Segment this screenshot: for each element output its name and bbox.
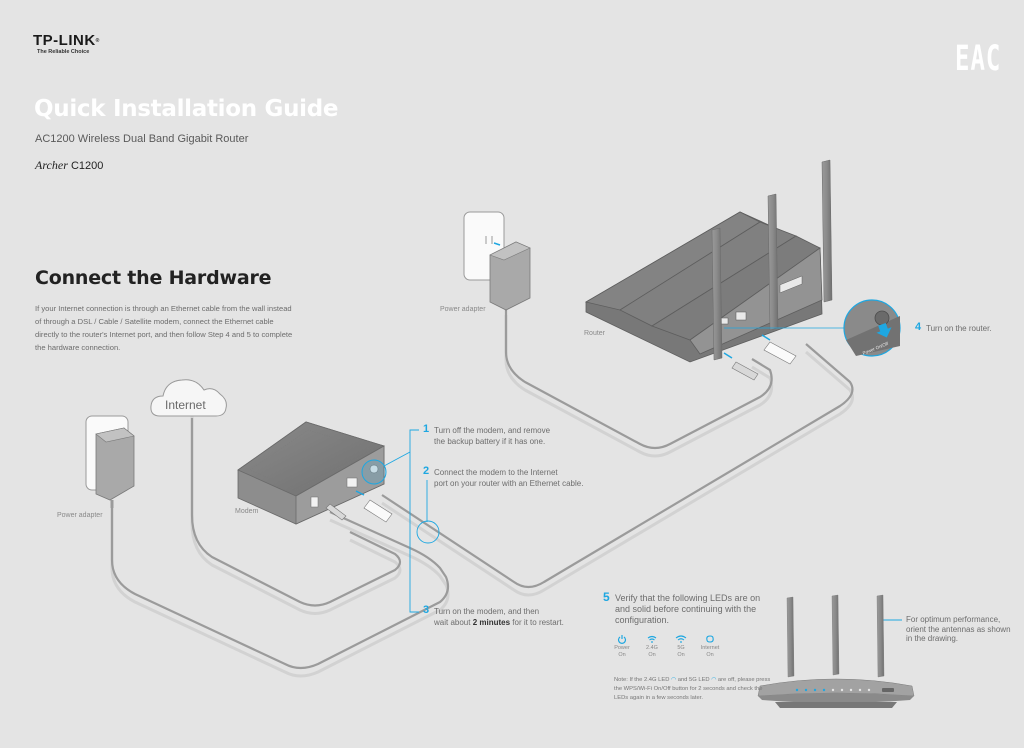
- step-number: 1: [423, 423, 430, 435]
- modem-power-cable: [110, 500, 450, 670]
- step-text-line: configuration.: [615, 615, 670, 625]
- step-number: 5: [603, 590, 610, 604]
- step-1: 1 Turn off the modem, and remove the bac…: [423, 424, 604, 447]
- wifi-icon: ◠: [711, 677, 717, 683]
- ethernet-cable: [381, 343, 854, 589]
- step-number: 4: [915, 321, 922, 333]
- router-antenna-right: [821, 159, 833, 303]
- step-text-line: Turn on the router.: [926, 324, 992, 333]
- step-text: wait about: [434, 618, 473, 627]
- section-intro: If your Internet connection is through a…: [35, 304, 293, 352]
- router-label: Router: [584, 330, 606, 337]
- led-name: 5G: [677, 645, 685, 651]
- brand-name: TP-LINK: [33, 32, 96, 49]
- step-text-line: Verify that the following LEDs are on: [615, 593, 761, 603]
- eac-certification-mark: EAC: [955, 38, 1002, 79]
- led-internet: Internet On: [696, 634, 724, 659]
- modem-power-adapter-illustration: [85, 415, 135, 508]
- note-text: are off, please press the WPS/Wi-Fi On/O…: [614, 677, 771, 701]
- led-name: 2.4G: [646, 645, 658, 651]
- model-series: Archer: [35, 158, 68, 172]
- modem-label: Modem: [235, 508, 259, 515]
- router-rear-illustration: [584, 159, 833, 381]
- cable-shadows: [110, 315, 854, 678]
- step-text-line: the backup battery if it has one.: [434, 437, 546, 446]
- step-number: 3: [423, 604, 430, 616]
- antenna-orientation-tip: For optimum performance, orient the ante…: [906, 615, 1011, 643]
- router-power-cable: [504, 310, 773, 450]
- led-legend: Power On 2.4G On 5G On Internet On: [608, 634, 738, 664]
- front-led-indicators: [795, 688, 894, 692]
- step-text-line: and solid before continuing with the: [615, 604, 757, 614]
- led-5g: 5G On: [667, 634, 695, 659]
- led-note: Note: If the 2.4G LED ◠ and 5G LED ◠ are…: [614, 676, 774, 703]
- model-name: Archer C1200: [35, 158, 103, 173]
- brand-tagline: The Reliable Choice: [37, 49, 90, 55]
- step-text: for it to restart.: [510, 618, 564, 627]
- led-name: Internet: [700, 645, 720, 651]
- led-state: On: [706, 652, 714, 658]
- router-antenna-left: [711, 227, 723, 361]
- router-power-adapter-label: Power adapter: [440, 306, 486, 313]
- step-guide-lines: [383, 429, 902, 621]
- step-text-line: Turn on the modem, and then: [434, 607, 540, 616]
- internet-cloud-icon: [150, 379, 227, 417]
- led-name: Power: [614, 645, 630, 651]
- step-4: 4 Turn on the router.: [915, 322, 1024, 334]
- power-button-callout: Power On/Off: [724, 299, 901, 357]
- model-number: C1200: [70, 160, 104, 172]
- cables: [110, 310, 854, 670]
- step-text-line: port on your router with an Ethernet cab…: [434, 479, 584, 488]
- modem-illustration: [237, 421, 393, 525]
- router-antenna-middle: [767, 193, 779, 331]
- power-button-icon: [874, 310, 890, 326]
- power-icon: [617, 635, 627, 644]
- led-state: On: [648, 652, 656, 658]
- step-emphasis: 2 minutes: [472, 618, 511, 627]
- registered-mark: ®: [95, 38, 100, 44]
- step-text-line: wait about 2 minutes for it to restart.: [434, 617, 614, 628]
- note-text: Note: If the 2.4G LED: [614, 677, 672, 683]
- led-2-4g: 2.4G On: [638, 634, 666, 659]
- step-5: 5 Verify that the following LEDs are on …: [603, 591, 775, 626]
- internet-wall-cable: [190, 418, 402, 607]
- led-power: Power On: [608, 634, 636, 659]
- router-front-illustration: [757, 594, 915, 708]
- internet-icon: [706, 635, 714, 643]
- step-2: 2 Connect the modem to the Internet port…: [423, 466, 614, 489]
- note-text: and 5G LED: [676, 677, 712, 683]
- led-state: On: [618, 652, 626, 658]
- wifi-icon: [647, 635, 657, 643]
- modem-power-adapter-label: Power adapter: [57, 512, 103, 519]
- wifi-icon: ◠: [671, 677, 677, 683]
- step-text-line: Connect the modem to the Internet: [434, 468, 558, 477]
- modem-power-button-highlight: [361, 459, 387, 485]
- router-power-adapter-illustration: [463, 211, 531, 311]
- wifi-icon: [675, 635, 687, 643]
- step-3: 3 Turn on the modem, and then wait about…: [423, 605, 614, 628]
- guide-title: Quick Installation Guide: [34, 96, 339, 122]
- led-state: On: [677, 652, 685, 658]
- section-title: Connect the Hardware: [35, 267, 272, 289]
- internet-cloud-label: Internet: [165, 398, 206, 412]
- tp-link-logo: TP-LINK® The Reliable Choice: [33, 32, 100, 56]
- step-text-line: Turn off the modem, and remove: [434, 426, 551, 435]
- product-subtitle: AC1200 Wireless Dual Band Gigabit Router: [35, 133, 249, 145]
- step-number: 2: [423, 465, 430, 477]
